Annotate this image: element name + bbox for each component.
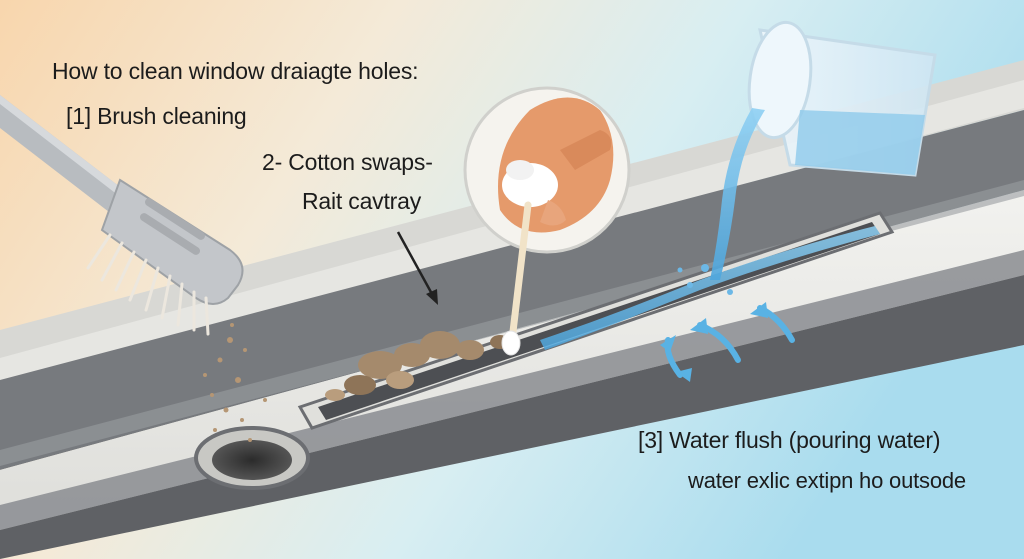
diagram-title: How to clean window draiagte holes: xyxy=(52,58,419,84)
pointer-arrow xyxy=(396,231,438,305)
cotton-swab-icon xyxy=(463,86,631,356)
step3-label: [3] Water flush (pouring water) xyxy=(638,427,941,453)
water-cup-icon xyxy=(677,20,937,295)
falling-dirt xyxy=(203,323,267,442)
step2-label: 2- Cotton swaps- xyxy=(262,149,433,175)
drainage-slot xyxy=(297,211,895,430)
step3-sublabel: water exlic extipn ho outsode xyxy=(688,468,966,493)
step1-label: [1] Brush cleaning xyxy=(66,103,247,129)
step2-sublabel: Rait cavtray xyxy=(302,188,422,214)
drain-hole-icon xyxy=(194,426,310,490)
brush-icon xyxy=(0,95,244,336)
airflow-arrowheads xyxy=(660,302,768,382)
